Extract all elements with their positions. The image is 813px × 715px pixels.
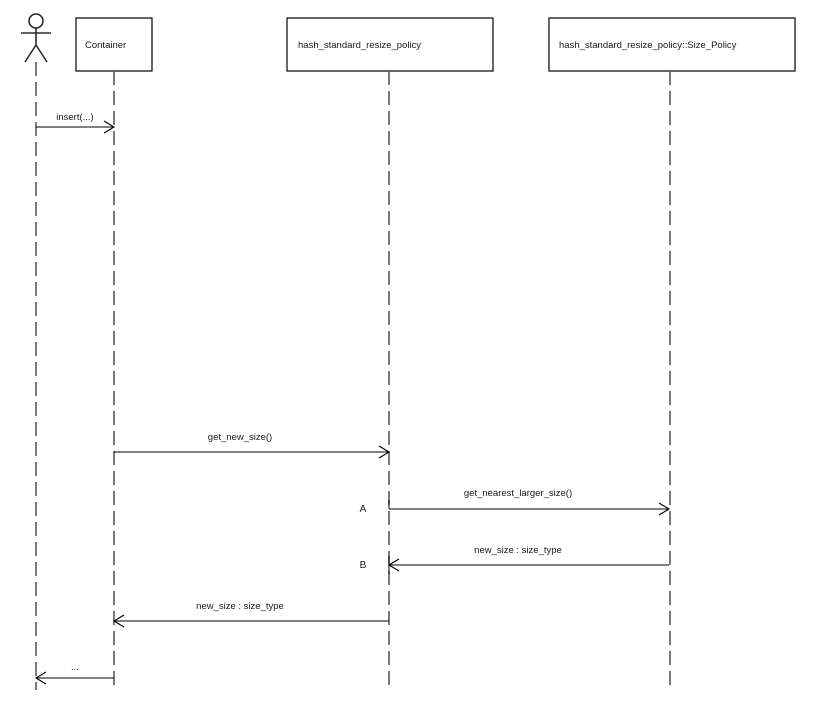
message-ellipsis-return[interactable]: ... [34,662,114,685]
anchor-label-b: B [360,560,367,571]
message-insert[interactable]: insert(...) [36,112,116,134]
participant-box-size-policy[interactable]: hash_standard_resize_policy::Size_Policy [548,17,796,72]
message-label-insert: insert(...) [56,112,93,123]
participant-box-policy[interactable]: hash_standard_resize_policy [286,17,494,72]
message-label-new-size-outer: new_size : size_type [196,601,284,612]
message-label-get-new-size: get_new_size() [208,432,272,443]
message-new-size-return-outer[interactable]: new_size : size_type [112,601,389,628]
participant-label-container: Container [85,40,126,51]
participant-label-size-policy: hash_standard_resize_policy::Size_Policy [559,40,737,51]
message-get-nearest-larger-size[interactable]: get_nearest_larger_size() A [360,488,671,516]
message-label-ellipsis: ... [71,662,79,673]
message-label-new-size-inner: new_size : size_type [474,545,562,556]
message-label-get-nearest-larger-size: get_nearest_larger_size() [464,488,572,499]
participant-box-container[interactable]: Container [75,17,153,72]
actor-figure [21,13,51,63]
participant-label-policy: hash_standard_resize_policy [298,40,421,51]
message-new-size-return-inner[interactable]: new_size : size_type B [360,545,669,574]
anchor-label-a: A [360,504,367,515]
message-get-new-size[interactable]: get_new_size() [114,432,391,459]
